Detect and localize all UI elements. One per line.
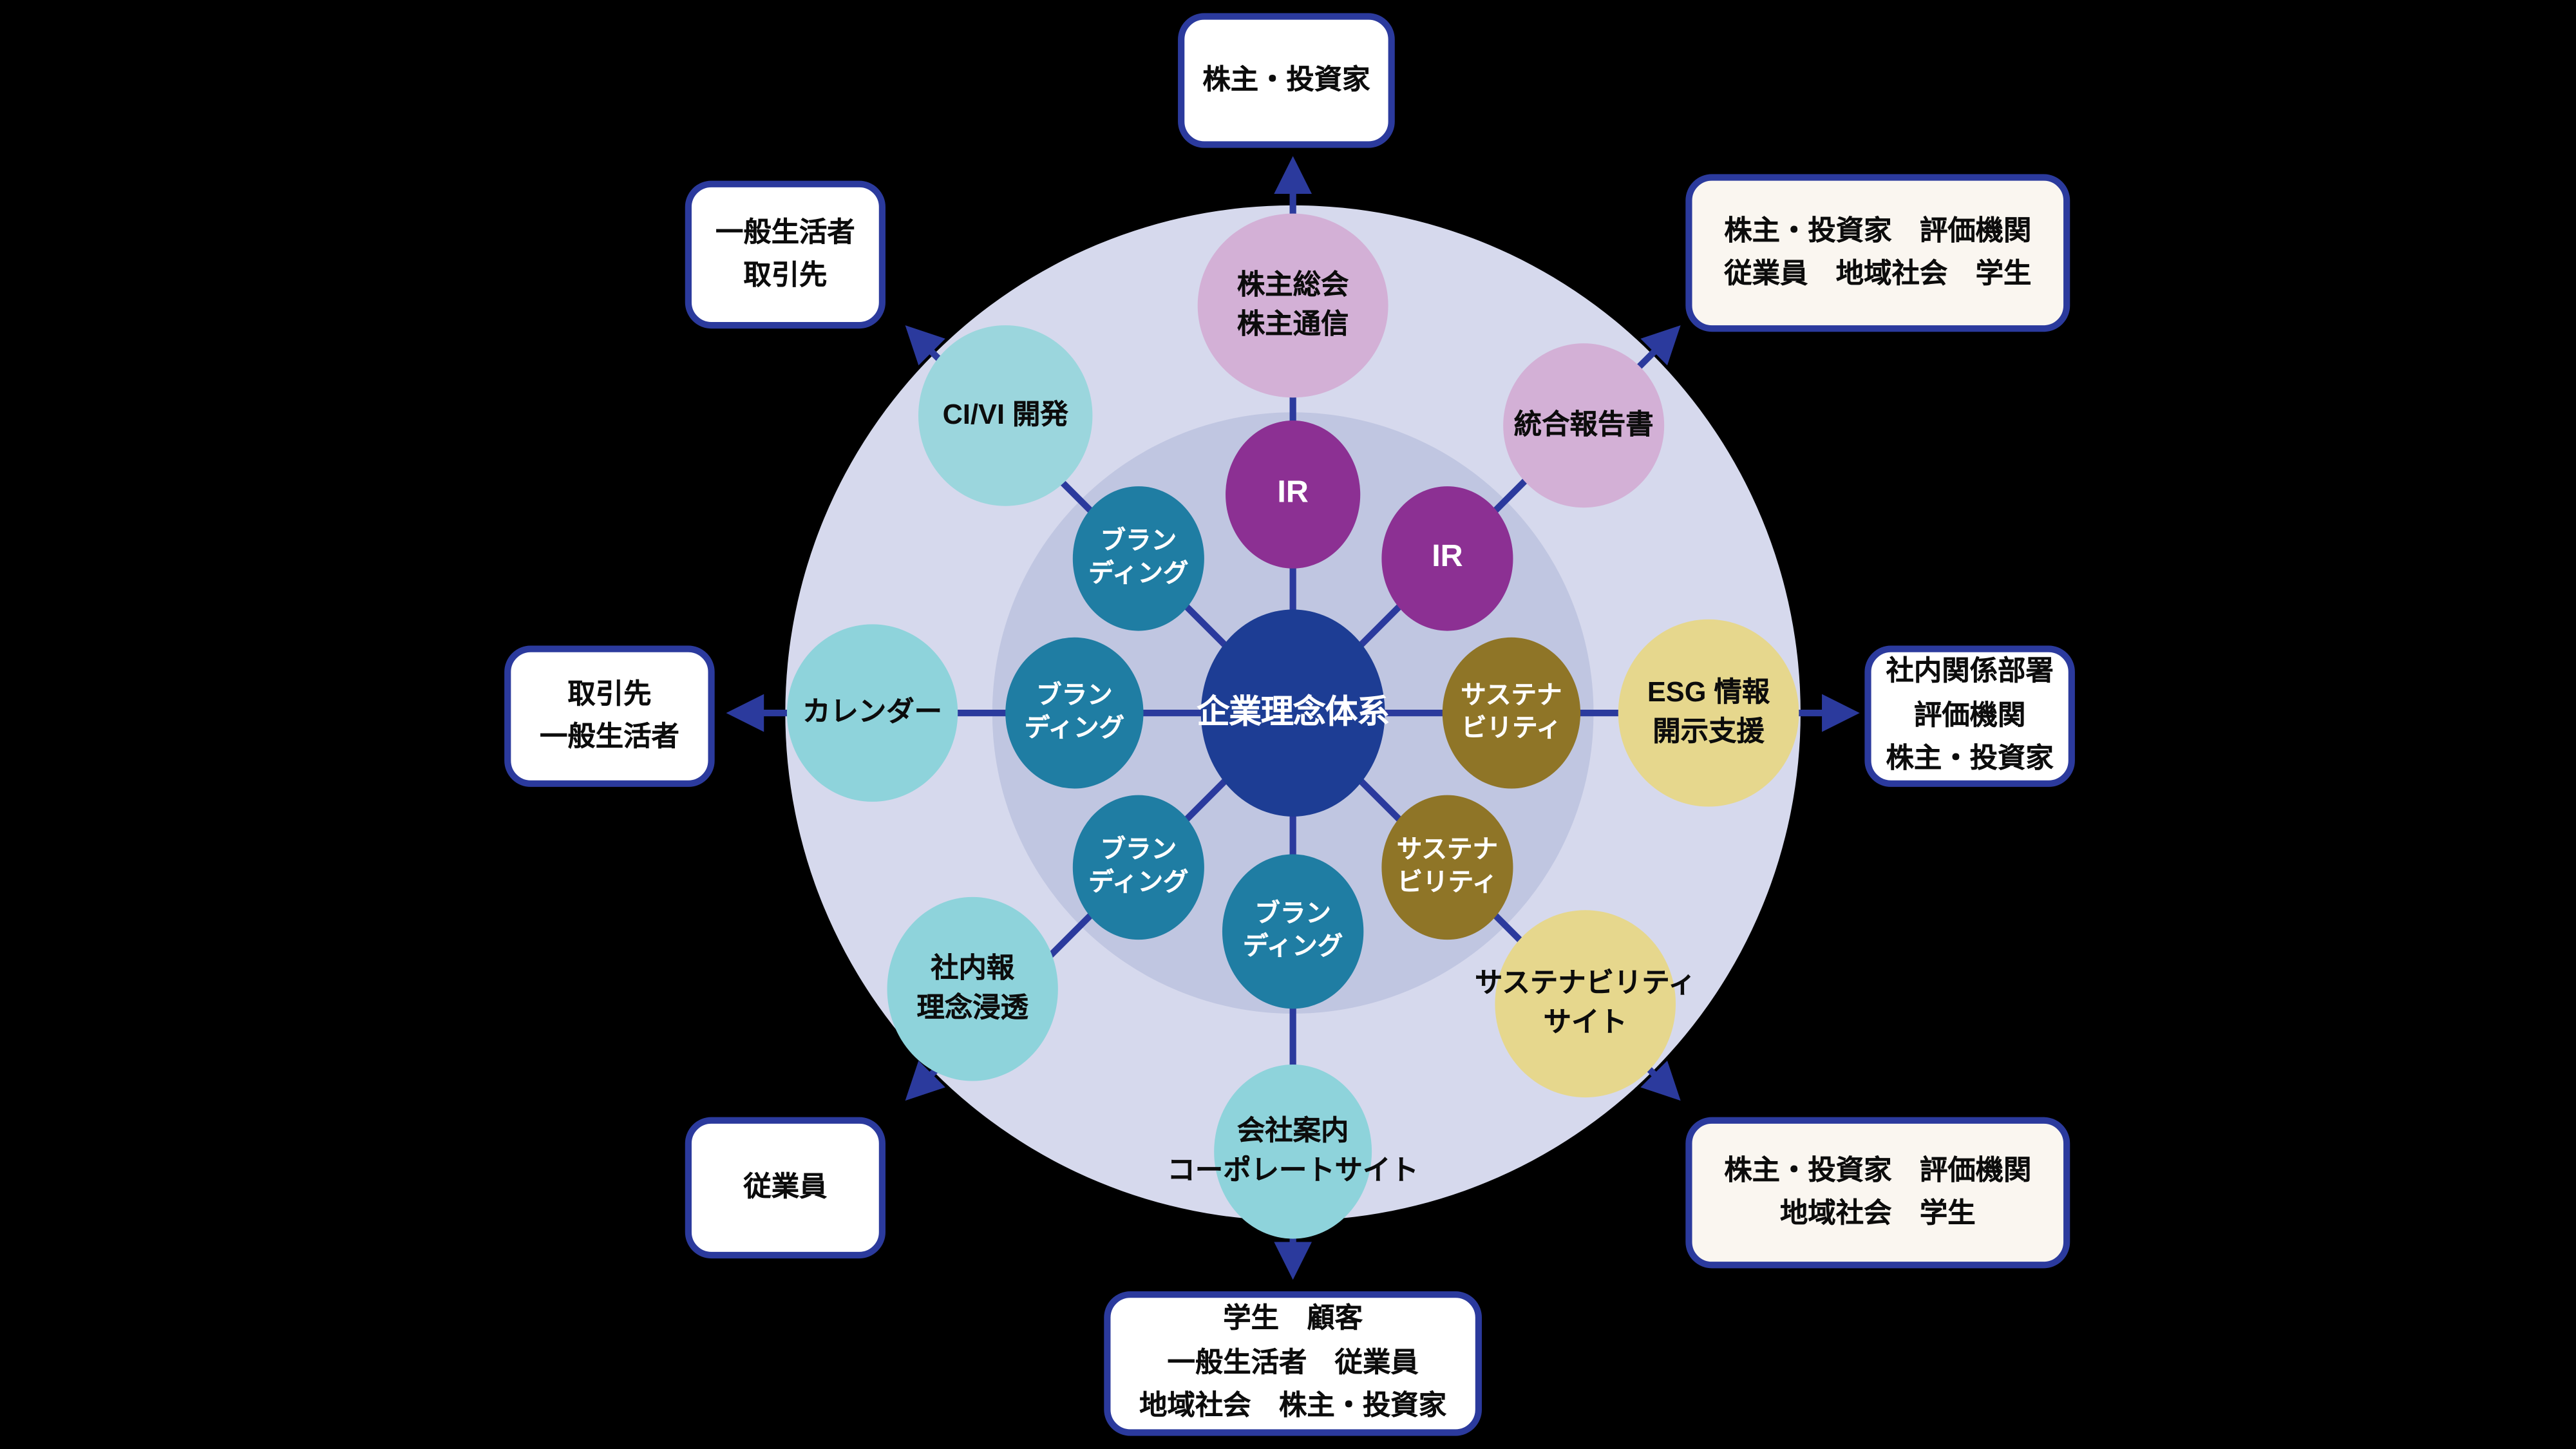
arrowhead-e xyxy=(1822,694,1860,732)
ir-northeast-line: IR xyxy=(1432,540,1463,574)
calendar-label: カレンダー xyxy=(802,693,942,733)
sustainability-east-label: サステナビリティ xyxy=(1461,681,1562,746)
branding-southwest-line: ブラン xyxy=(1100,836,1177,865)
sustainability-site-label: サステナビリティサイト xyxy=(1475,964,1696,1043)
stakeholder-box-southeast-line: 地域社会 学生 xyxy=(1780,1197,1976,1229)
arrowhead-se xyxy=(1640,1060,1681,1101)
branding-south-line: ブラン xyxy=(1255,900,1331,929)
corporate-site-label: 会社案内コーポレートサイト xyxy=(1167,1112,1418,1191)
center-label: 企業理念体系 xyxy=(1197,692,1390,734)
node-ellipse-ir-northeast xyxy=(1381,486,1513,631)
integrated-report-line: 統合報告書 xyxy=(1513,409,1654,440)
node-ellipse-shareholders-meeting xyxy=(1197,213,1388,398)
stakeholder-box-southwest-line: 従業員 xyxy=(743,1171,828,1202)
stakeholder-box-north: 株主・投資家 xyxy=(1178,13,1395,148)
ir-northeast-label: IR xyxy=(1432,538,1463,579)
stakeholder-box-west-line: 取引先 xyxy=(567,677,652,710)
sustainability-east-line: ビリティ xyxy=(1461,714,1562,743)
internal-newsletter-line: 理念浸透 xyxy=(916,992,1028,1024)
node-ellipse-branding-south xyxy=(1222,854,1364,1009)
integrated-report-label: 統合報告書 xyxy=(1514,406,1654,446)
node-ellipse-branding-southwest xyxy=(1072,795,1204,940)
arrowhead-w xyxy=(726,694,764,732)
branding-northwest-line: ブラン xyxy=(1100,527,1177,556)
stakeholder-box-southwest: 従業員 xyxy=(685,1117,886,1259)
sustainability-southeast-label: サステナビリティ xyxy=(1397,835,1498,900)
corporate-site-line: コーポレートサイト xyxy=(1167,1155,1419,1186)
stakeholder-box-northwest: 一般生活者取引先 xyxy=(685,180,886,329)
ir-north-line: IR xyxy=(1277,475,1309,511)
arrowhead-n xyxy=(1274,156,1312,194)
stakeholder-box-east: 社内関係部署評価機関株主・投資家 xyxy=(1864,645,2075,787)
esg-disclosure-line: 開示支援 xyxy=(1653,716,1765,748)
branding-southwest-label: ブランディング xyxy=(1088,835,1188,900)
sustainability-site-line: サイト xyxy=(1543,1007,1627,1039)
sustainability-southeast-line: ビリティ xyxy=(1397,869,1498,897)
branding-northwest-line: ディング xyxy=(1088,560,1189,589)
ir-north-label: IR xyxy=(1277,474,1308,515)
stakeholder-box-west-line: 一般生活者 xyxy=(540,721,679,753)
calendar-line: カレンダー xyxy=(802,696,942,728)
node-ellipse-branding-west xyxy=(1005,637,1144,789)
branding-south-line: ディング xyxy=(1242,933,1343,961)
node-ellipse-branding-northwest xyxy=(1072,486,1204,631)
shareholders-meeting-line: 株主通信 xyxy=(1236,308,1349,341)
internal-newsletter-line: 社内報 xyxy=(931,952,1015,984)
esg-disclosure-label: ESG 情報開示支援 xyxy=(1647,674,1770,753)
stakeholder-box-northeast: 株主・投資家 評価機関従業員 地域社会 学生 xyxy=(1685,174,2070,332)
branding-west-label: ブランディング xyxy=(1025,681,1124,746)
node-ellipse-sustainability-site xyxy=(1495,910,1676,1098)
node-ellipse-ir-north xyxy=(1226,421,1361,569)
shareholders-meeting-line: 株主総会 xyxy=(1236,269,1349,301)
branding-west-line: ディング xyxy=(1024,714,1125,743)
node-ellipse-calendar xyxy=(786,624,958,802)
stakeholder-box-north-line: 株主・投資家 xyxy=(1202,64,1370,95)
ci-vi-development-line: CI/VI 開発 xyxy=(942,399,1068,431)
center-label-text: 企業理念体系 xyxy=(1197,695,1390,732)
branding-south-label: ブランディング xyxy=(1243,899,1343,964)
stakeholder-box-east-line: 株主・投資家 xyxy=(1886,743,2054,774)
sustainability-southeast-line: サステナ xyxy=(1396,836,1499,865)
stakeholder-box-east-line: 社内関係部署 xyxy=(1886,656,2054,688)
stakeholder-box-northwest-line: 取引先 xyxy=(743,260,828,291)
stakeholder-box-south-line: 学生 顧客 xyxy=(1223,1303,1363,1335)
shareholders-meeting-label: 株主総会株主通信 xyxy=(1237,266,1349,345)
arrowhead-nw xyxy=(905,325,945,366)
ci-vi-development-label: CI/VI 開発 xyxy=(943,396,1068,436)
node-ellipse-esg-disclosure xyxy=(1618,619,1799,807)
node-ellipse-internal-newsletter xyxy=(887,896,1058,1081)
center-ellipse xyxy=(1200,609,1385,817)
branding-southwest-line: ディング xyxy=(1088,869,1189,897)
branding-northwest-label: ブランディング xyxy=(1088,526,1188,591)
node-ellipse-sustainability-east xyxy=(1442,637,1581,789)
arrowhead-ne xyxy=(1640,325,1681,366)
internal-newsletter-label: 社内報理念浸透 xyxy=(916,949,1028,1028)
node-ellipse-corporate-site xyxy=(1214,1065,1372,1239)
stakeholder-box-northeast-line: 株主・投資家 評価機関 xyxy=(1724,214,2032,246)
node-ellipse-integrated-report xyxy=(1503,343,1665,508)
stakeholder-box-northeast-line: 従業員 地域社会 学生 xyxy=(1724,258,2032,289)
stakeholder-box-south-line: 一般生活者 従業員 xyxy=(1167,1347,1419,1378)
stakeholder-box-south: 学生 顧客一般生活者 従業員地域社会 株主・投資家 xyxy=(1104,1291,1482,1436)
sustainability-east-line: サステナ xyxy=(1461,682,1562,710)
esg-disclosure-line: ESG 情報 xyxy=(1647,676,1770,708)
corporate-site-line: 会社案内 xyxy=(1236,1115,1349,1147)
sustainability-site-line: サステナビリティ xyxy=(1474,967,1696,999)
stakeholder-box-southeast-line: 株主・投資家 評価機関 xyxy=(1724,1154,2032,1186)
node-ellipse-ci-vi-development xyxy=(918,325,1093,506)
node-ellipse-sustainability-southeast xyxy=(1381,795,1513,940)
arrowhead-sw xyxy=(905,1060,945,1101)
stakeholder-box-northwest-line: 一般生活者 xyxy=(715,216,855,248)
stakeholder-box-east-line: 評価機関 xyxy=(1913,699,2026,731)
branding-west-line: ブラン xyxy=(1036,682,1113,710)
arrowhead-s xyxy=(1274,1242,1312,1280)
stakeholder-box-south-line: 地域社会 株主・投資家 xyxy=(1139,1390,1447,1422)
stakeholder-box-west: 取引先一般生活者 xyxy=(504,645,715,787)
stakeholder-box-southeast: 株主・投資家 評価機関地域社会 学生 xyxy=(1685,1117,2070,1269)
